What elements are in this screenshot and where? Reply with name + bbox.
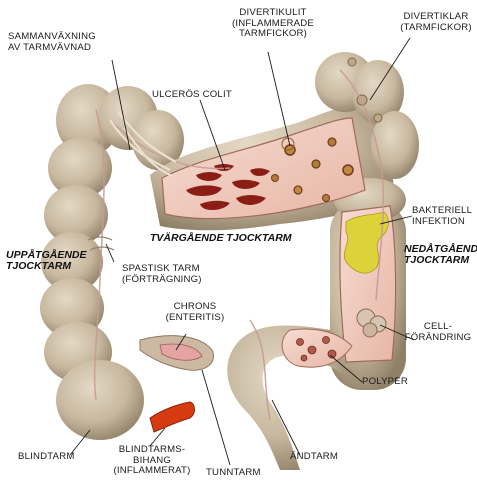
label-blindtarm: BLINDTARM [18, 452, 75, 463]
label-bakteriell-infektion: BAKTERIELL INFEKTION [412, 206, 472, 227]
label-blindtarmsbihang: BLINDTARMS- BIHANG (INFLAMMERAT) [104, 445, 200, 477]
label-sammanvaxning: SAMMANVÄXNING AV TARMVÄVNAD [8, 32, 96, 53]
label-chrons: CHRONS (ENTERITIS) [160, 302, 230, 323]
label-cellforandring: CELL- FÖRÄNDRING [400, 322, 476, 343]
section-nedatgaende-tjocktarm: NEDÅTGÅEND TJOCKTARM [404, 244, 477, 266]
label-divertiklar: DIVERTIKLAR (TARMFICKOR) [396, 12, 476, 33]
label-spastisk-tarm: SPASTISK TARM (FÖRTRÄGNING) [122, 264, 202, 285]
cecum [56, 360, 144, 440]
label-andtarm: ÄNDTARM [290, 452, 338, 463]
appendix [150, 402, 195, 432]
section-tvargaende-tjocktarm: TVÄRGÅENDE TJOCKTARM [150, 233, 292, 244]
section-uppatgaende-tjocktarm: UPPÅTGÅENDE TJOCKTARM [6, 250, 87, 272]
label-ulceros-colit: ULCERÖS COLIT [152, 90, 232, 101]
label-tunntarm: TUNNTARM [206, 468, 261, 479]
label-polyper: POLYPER [362, 377, 408, 388]
label-divertikulit: DIVERTIKULIT (INFLAMMERADE TARMFICKOR) [228, 8, 318, 40]
